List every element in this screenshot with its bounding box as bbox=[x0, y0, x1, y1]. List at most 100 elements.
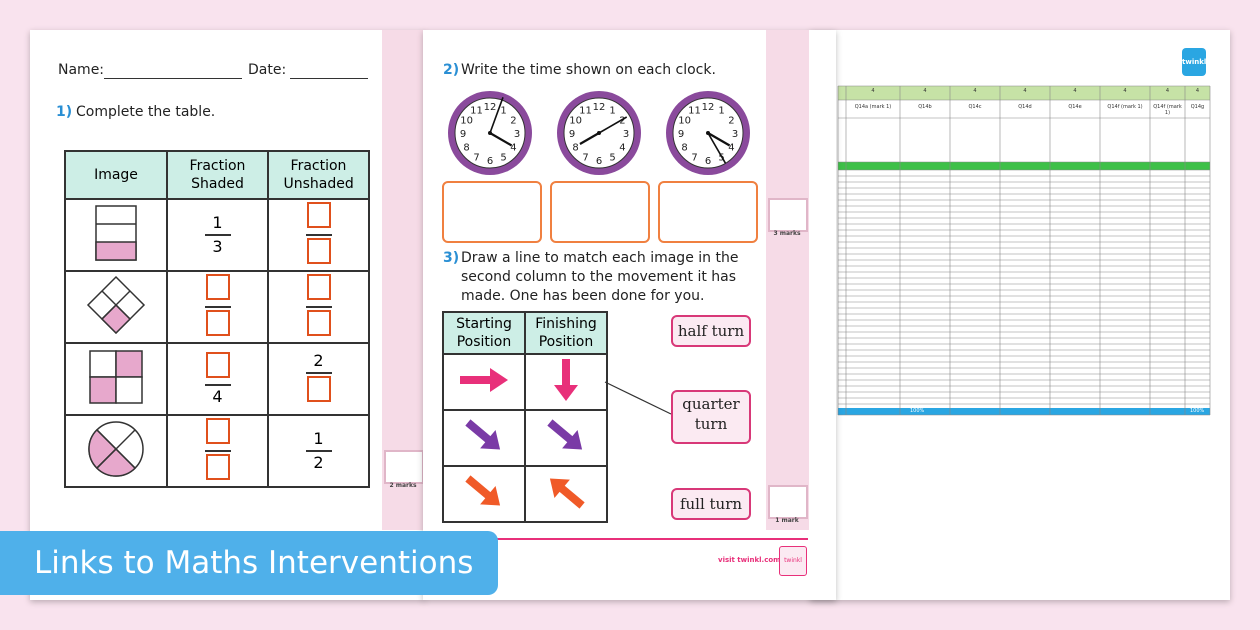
circle-quarters-image bbox=[88, 421, 144, 477]
sheet-column-code: Q14a (mark 1) bbox=[854, 104, 892, 110]
clock-number: 3 bbox=[514, 129, 520, 140]
image-cell bbox=[64, 342, 168, 416]
title-banner: Links to Maths Interventions bbox=[0, 531, 498, 595]
banner-title: Links to Maths Interventions bbox=[34, 545, 474, 581]
marks-label: 2 marks bbox=[389, 482, 417, 489]
answer-box[interactable] bbox=[205, 274, 230, 300]
question-number: 1) bbox=[56, 104, 73, 120]
answer-box[interactable] bbox=[306, 310, 331, 336]
marks-label: 3 marks bbox=[773, 230, 801, 237]
question-text-line: second column to the movement it has bbox=[461, 269, 737, 285]
footer-divider bbox=[442, 538, 808, 540]
arrow-right-icon bbox=[460, 368, 508, 392]
answer-box[interactable] bbox=[205, 310, 230, 336]
arrow-cell bbox=[442, 465, 526, 523]
arrow-cell bbox=[442, 353, 526, 411]
shaded-cell: 4 bbox=[166, 342, 269, 416]
sheet-footer-percent: 100% bbox=[1190, 408, 1205, 414]
shaded-cell bbox=[166, 270, 269, 344]
question-number: 3) bbox=[443, 250, 460, 266]
sheet-column-code: Q14e bbox=[1068, 104, 1082, 110]
footer-url[interactable]: visit twinkl.com bbox=[718, 556, 781, 564]
full-turn-button[interactable]: full turn bbox=[671, 488, 751, 520]
sheet-column-number: 4 bbox=[1023, 88, 1027, 94]
worksheet-page-2: 2) Write the time shown on each clock. 1… bbox=[423, 30, 836, 600]
time-answer-box[interactable] bbox=[550, 181, 650, 243]
header-line: Position bbox=[456, 334, 512, 350]
marks-box[interactable] bbox=[768, 198, 808, 232]
question-text: Write the time shown on each clock. bbox=[461, 62, 716, 78]
unshaded-cell: 2 bbox=[267, 342, 370, 416]
numerator: 1 bbox=[212, 213, 223, 232]
arrow-cell bbox=[524, 353, 608, 411]
answer-box[interactable] bbox=[306, 238, 331, 264]
sheet-column-number: 4 bbox=[1195, 88, 1200, 94]
question-number: 2) bbox=[443, 62, 460, 78]
sheet-column-code: Q14g bbox=[1190, 104, 1205, 110]
unshaded-cell bbox=[267, 270, 370, 344]
numerator: 2 bbox=[313, 351, 324, 370]
half-turn-button[interactable]: half turn bbox=[671, 315, 751, 347]
numerator: 1 bbox=[313, 429, 324, 448]
time-answer-box[interactable] bbox=[442, 181, 542, 243]
twinkl-badge: twinkl bbox=[779, 546, 807, 576]
marks-box[interactable] bbox=[384, 450, 424, 484]
diamond-quarters-image bbox=[86, 275, 146, 335]
answer-box[interactable] bbox=[306, 202, 331, 228]
sheet-column-number: 4 bbox=[923, 88, 927, 94]
name-line[interactable] bbox=[104, 78, 242, 79]
question-text: Complete the table. bbox=[76, 104, 216, 120]
header-image: Image bbox=[64, 150, 168, 200]
answer-box[interactable] bbox=[306, 376, 331, 402]
clock-number: 10 bbox=[460, 116, 473, 127]
clock-number: 9 bbox=[678, 129, 684, 140]
clock-number: 8 bbox=[681, 143, 687, 154]
match-line bbox=[604, 381, 672, 415]
image-cell bbox=[64, 414, 168, 488]
clock-number: 11 bbox=[579, 106, 592, 117]
unshaded-cell bbox=[267, 198, 370, 272]
clock-number: 11 bbox=[688, 106, 701, 117]
arrow-down-right-icon bbox=[465, 419, 501, 450]
denominator: 3 bbox=[212, 237, 223, 256]
clock-number: 12 bbox=[484, 102, 497, 113]
answer-box[interactable] bbox=[205, 418, 230, 444]
clock-number: 7 bbox=[582, 152, 588, 163]
sheet-column-code: Q14d bbox=[1018, 104, 1032, 110]
twinkl-logo: twinkl bbox=[1182, 48, 1206, 76]
header-line: Finishing bbox=[535, 316, 597, 332]
answer-box[interactable] bbox=[205, 454, 230, 480]
sheet-column-code: Q14f (mark 1) bbox=[1107, 104, 1143, 110]
sheet-column-number: 4 bbox=[871, 88, 875, 94]
clock-number: 10 bbox=[569, 116, 582, 127]
arrow-down-right-icon bbox=[465, 475, 501, 506]
denominator: 4 bbox=[212, 387, 223, 406]
answer-box[interactable] bbox=[205, 352, 230, 378]
marks-box[interactable] bbox=[768, 485, 808, 519]
clock-number: 4 bbox=[619, 143, 625, 154]
arrow-cell bbox=[442, 409, 526, 467]
clock-number: 9 bbox=[569, 129, 575, 140]
header-line: Position bbox=[538, 334, 594, 350]
image-cell bbox=[64, 270, 168, 344]
answer-box[interactable] bbox=[306, 274, 331, 300]
clock-number: 8 bbox=[463, 143, 469, 154]
date-line[interactable] bbox=[290, 78, 368, 79]
header-line: Starting bbox=[456, 316, 512, 332]
clock-number: 4 bbox=[728, 143, 734, 154]
time-answer-box[interactable] bbox=[658, 181, 758, 243]
arrow-cell bbox=[524, 409, 608, 467]
date-label: Date: bbox=[248, 62, 287, 78]
clock-number: 1 bbox=[500, 106, 506, 117]
sheet-footer-percent: 100% bbox=[910, 408, 925, 414]
turn-label: quarter bbox=[682, 395, 740, 413]
clock-number: 3 bbox=[732, 129, 738, 140]
clock-number: 11 bbox=[470, 106, 483, 117]
